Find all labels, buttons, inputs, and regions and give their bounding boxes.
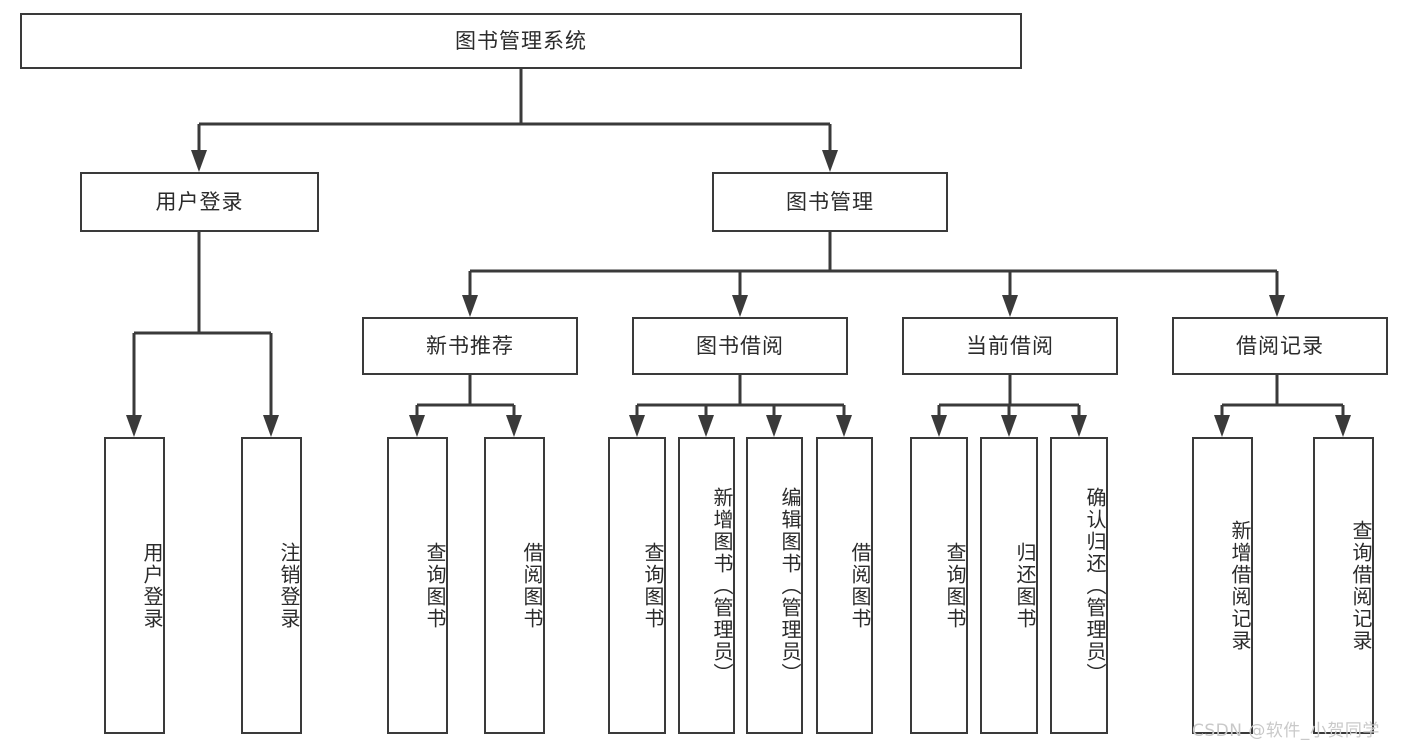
node-current-borrow[interactable]: 当前借阅 xyxy=(902,317,1118,375)
csdn-watermark: CSDN @软件_小贺同学 xyxy=(1192,721,1380,741)
node-label: 图书管理 xyxy=(786,189,874,214)
node-label: 借阅记录 xyxy=(1236,333,1324,358)
node-borrow-record[interactable]: 借阅记录 xyxy=(1172,317,1388,375)
node-label: 借阅图书 xyxy=(520,541,544,630)
node-leaf-add-record[interactable]: 新增借阅记录 xyxy=(1192,437,1253,734)
node-label: 归还图书 xyxy=(1013,541,1037,630)
node-leaf-logout[interactable]: 注销登录 xyxy=(241,437,302,734)
node-user-login[interactable]: 用户登录 xyxy=(80,172,319,232)
node-leaf-confirm-return[interactable]: 确认归还（管理员） xyxy=(1050,437,1108,734)
node-leaf-query-book-2[interactable]: 查询图书 xyxy=(608,437,666,734)
node-book-borrow[interactable]: 图书借阅 xyxy=(632,317,848,375)
node-label: 新增借阅记录 xyxy=(1228,519,1252,652)
node-label: 注销登录 xyxy=(277,541,301,630)
node-book-manage[interactable]: 图书管理 xyxy=(712,172,948,232)
node-new-book-rec[interactable]: 新书推荐 xyxy=(362,317,578,375)
node-label: 当前借阅 xyxy=(966,333,1054,358)
node-leaf-query-book-3[interactable]: 查询图书 xyxy=(910,437,968,734)
node-label: 图书借阅 xyxy=(696,333,784,358)
node-label: 新增图书（管理员） xyxy=(710,486,734,685)
node-leaf-query-record[interactable]: 查询借阅记录 xyxy=(1313,437,1374,734)
node-label: 图书管理系统 xyxy=(455,28,587,53)
node-leaf-edit-book[interactable]: 编辑图书（管理员） xyxy=(746,437,803,734)
node-label: 查询图书 xyxy=(641,541,665,630)
node-label: 用户登录 xyxy=(140,541,164,630)
node-label: 借阅图书 xyxy=(848,541,872,630)
node-label: 查询图书 xyxy=(943,541,967,630)
node-label: 编辑图书（管理员） xyxy=(778,486,802,685)
node-leaf-return-book[interactable]: 归还图书 xyxy=(980,437,1038,734)
node-label: 用户登录 xyxy=(155,189,244,214)
node-leaf-add-book[interactable]: 新增图书（管理员） xyxy=(678,437,735,734)
node-root-system[interactable]: 图书管理系统 xyxy=(20,13,1022,69)
node-leaf-borrow-book-2[interactable]: 借阅图书 xyxy=(816,437,873,734)
node-label: 查询图书 xyxy=(423,541,447,630)
node-label: 新书推荐 xyxy=(426,333,514,358)
node-leaf-query-book-1[interactable]: 查询图书 xyxy=(387,437,448,734)
node-label: 查询借阅记录 xyxy=(1349,519,1373,652)
node-label: 确认归还（管理员） xyxy=(1083,486,1107,685)
node-leaf-user-login[interactable]: 用户登录 xyxy=(104,437,165,734)
node-leaf-borrow-book-1[interactable]: 借阅图书 xyxy=(484,437,545,734)
